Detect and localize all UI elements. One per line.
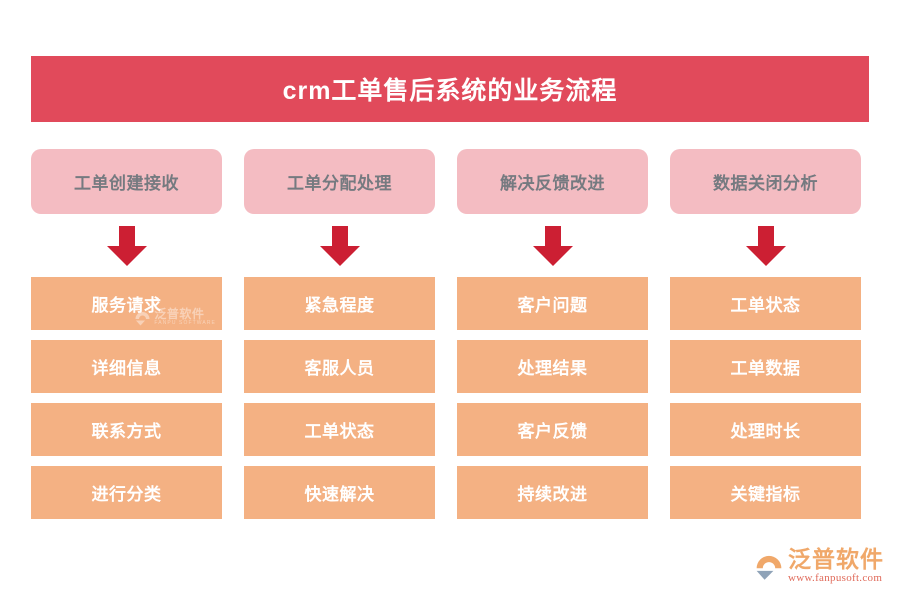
flow-item-label: 客户反馈: [517, 422, 588, 441]
arrow-connector-2: [244, 214, 435, 277]
flow-columns: 工单创建接收 服务请求 泛普软件 FANPU SOFTWARE: [31, 149, 869, 519]
flow-item-label: 服务请求: [91, 296, 162, 315]
arrow-connector-4: [670, 214, 861, 277]
flow-item-box[interactable]: 处理时长: [670, 403, 861, 456]
flow-item-label: 关键指标: [730, 485, 801, 504]
flow-item-label: 详细信息: [91, 359, 162, 378]
flow-item-box[interactable]: 关键指标: [670, 466, 861, 519]
flow-item-box[interactable]: 服务请求 泛普软件 FANPU SOFTWARE: [31, 277, 222, 330]
flow-item-label: 客服人员: [304, 359, 375, 378]
stage-header-label-2: 工单分配处理: [287, 174, 392, 193]
flow-item-box[interactable]: 进行分类: [31, 466, 222, 519]
flow-item-label: 工单状态: [304, 422, 375, 441]
fanpu-logo-mark-icon: [756, 555, 782, 580]
flow-item-box[interactable]: 客服人员: [244, 340, 435, 393]
flow-column-3: 解决反馈改进 客户问题 处理结果 客户反馈 持续改进: [457, 149, 648, 519]
flow-item-box[interactable]: 工单状态: [670, 277, 861, 330]
flow-item-label: 处理结果: [517, 359, 588, 378]
flow-item-label: 客户问题: [517, 296, 588, 315]
flow-item-box[interactable]: 客户反馈: [457, 403, 648, 456]
stage-header-label-3: 解决反馈改进: [500, 174, 605, 193]
flow-item-label: 工单数据: [730, 359, 801, 378]
flow-item-box[interactable]: 工单数据: [670, 340, 861, 393]
flow-item-box[interactable]: 快速解决: [244, 466, 435, 519]
diagram-title-banner: crm工单售后系统的业务流程: [31, 56, 869, 122]
stage-header-label-1: 工单创建接收: [74, 174, 179, 193]
flow-column-2: 工单分配处理 紧急程度 客服人员 工单状态 快速解决: [244, 149, 435, 519]
brand-url: www.fanpusoft.com: [788, 572, 883, 584]
flow-item-box[interactable]: 联系方式: [31, 403, 222, 456]
flow-item-label: 联系方式: [91, 422, 162, 441]
flow-item-label: 工单状态: [730, 296, 801, 315]
down-arrow-icon: [745, 225, 786, 266]
down-arrow-icon: [532, 225, 573, 266]
stage-header-1[interactable]: 工单创建接收: [31, 149, 222, 214]
stage-header-label-4: 数据关闭分析: [713, 174, 818, 193]
flow-item-box[interactable]: 持续改进: [457, 466, 648, 519]
flow-item-box[interactable]: 客户问题: [457, 277, 648, 330]
flow-item-box[interactable]: 处理结果: [457, 340, 648, 393]
stage-header-3[interactable]: 解决反馈改进: [457, 149, 648, 214]
arrow-connector-3: [457, 214, 648, 277]
inline-watermark-name: 泛普软件: [154, 307, 205, 321]
flow-item-label: 快速解决: [304, 485, 375, 504]
flow-column-1: 工单创建接收 服务请求 泛普软件 FANPU SOFTWARE: [31, 149, 222, 519]
stage-header-4[interactable]: 数据关闭分析: [670, 149, 861, 214]
brand-logo: 泛普软件 www.fanpusoft.com: [754, 548, 884, 584]
stage-header-2[interactable]: 工单分配处理: [244, 149, 435, 214]
flow-item-label: 持续改进: [517, 485, 588, 504]
down-arrow-icon: [106, 225, 147, 266]
flow-item-box[interactable]: 紧急程度: [244, 277, 435, 330]
inline-watermark-name-en: FANPU SOFTWARE: [154, 320, 216, 326]
flow-item-label: 紧急程度: [304, 296, 375, 315]
brand-name: 泛普软件: [788, 546, 884, 572]
arrow-connector-1: [31, 214, 222, 277]
flow-column-4: 数据关闭分析 工单状态 工单数据 处理时长 关键指标: [670, 149, 861, 519]
flow-item-box[interactable]: 工单状态: [244, 403, 435, 456]
flow-item-label: 进行分类: [91, 485, 162, 504]
page-title: crm工单售后系统的业务流程: [282, 77, 618, 105]
flow-item-label: 处理时长: [730, 422, 801, 441]
flow-item-box[interactable]: 详细信息: [31, 340, 222, 393]
down-arrow-icon: [319, 225, 360, 266]
